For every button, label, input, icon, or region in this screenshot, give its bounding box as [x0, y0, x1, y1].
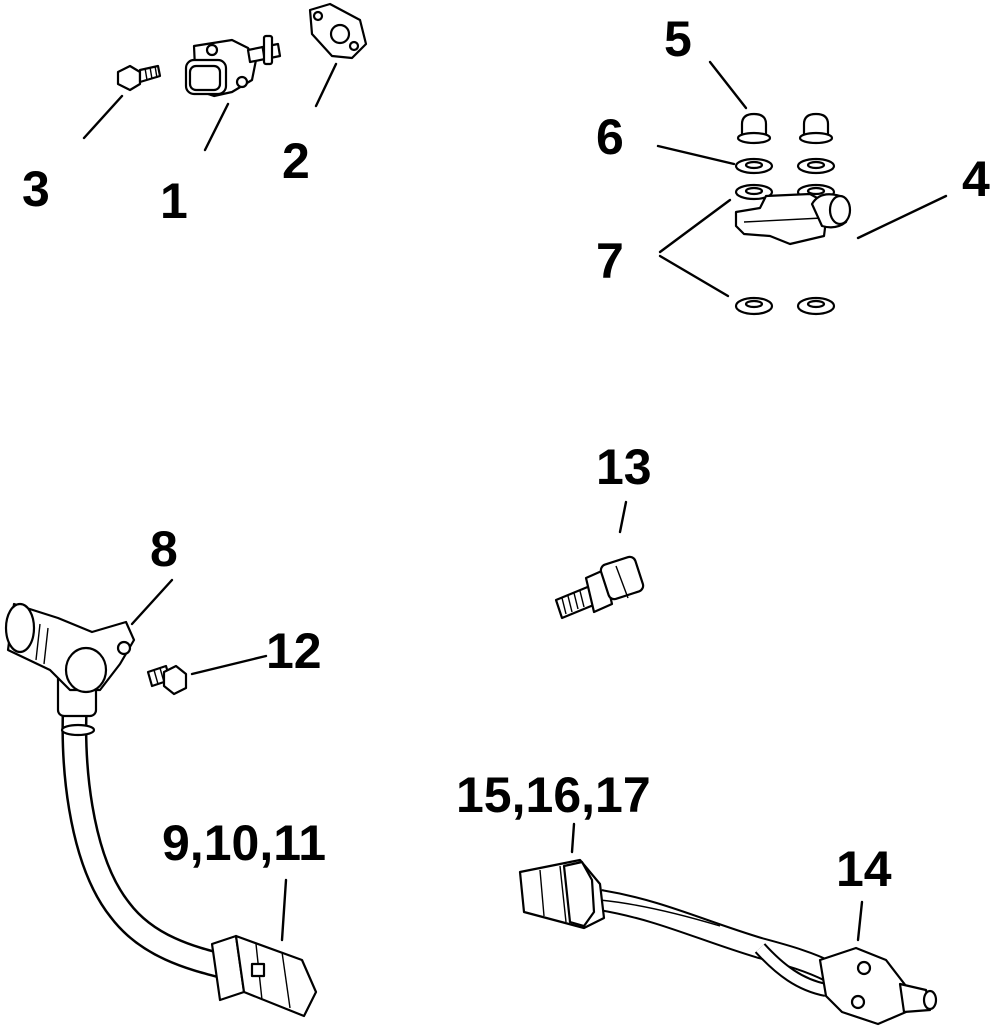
part-14-switch-harness	[518, 858, 938, 1026]
leader-4	[856, 194, 948, 240]
leader-9	[280, 878, 288, 942]
callout-8: 8	[150, 521, 178, 577]
leader-1	[203, 102, 230, 152]
callout-2: 2	[282, 133, 310, 189]
leader-7a	[658, 198, 732, 254]
part-1-sensor	[184, 34, 282, 98]
callout-9-10-11: 9,10,11	[162, 815, 326, 871]
callout-1: 1	[160, 173, 188, 229]
part-13-sender	[554, 555, 645, 620]
part-5-caps	[736, 112, 834, 145]
part-2-gasket	[308, 2, 368, 60]
callout-4: 4	[962, 151, 990, 207]
leader-15	[570, 822, 576, 854]
part-3-screw	[116, 64, 162, 92]
callout-7: 7	[596, 233, 624, 289]
callout-3: 3	[22, 161, 50, 217]
part-4-sensor-bracket	[734, 192, 852, 246]
leader-13	[618, 500, 628, 534]
callout-12: 12	[266, 623, 322, 679]
leader-3	[82, 94, 124, 140]
leader-2	[314, 62, 338, 108]
callout-13: 13	[596, 439, 652, 495]
callout-15-16-17: 15,16,17	[456, 767, 651, 823]
leader-8	[130, 578, 174, 626]
callout-5: 5	[664, 11, 692, 67]
leader-lines	[82, 60, 948, 942]
leader-5	[708, 60, 748, 110]
leader-14	[856, 900, 864, 942]
callout-labels: 1 2 3 4 5 6 7 8 9,10,11 12 13 14 15,16,1…	[22, 11, 990, 897]
part-6-washers	[734, 157, 836, 175]
callout-14: 14	[836, 841, 892, 897]
leader-7b	[658, 254, 730, 298]
part-8-crank-sensor	[4, 602, 243, 981]
leader-6	[656, 144, 736, 166]
part-12-screw	[146, 664, 188, 696]
callout-6: 6	[596, 109, 624, 165]
leader-12	[190, 654, 268, 676]
part-9-connector	[210, 934, 318, 1018]
